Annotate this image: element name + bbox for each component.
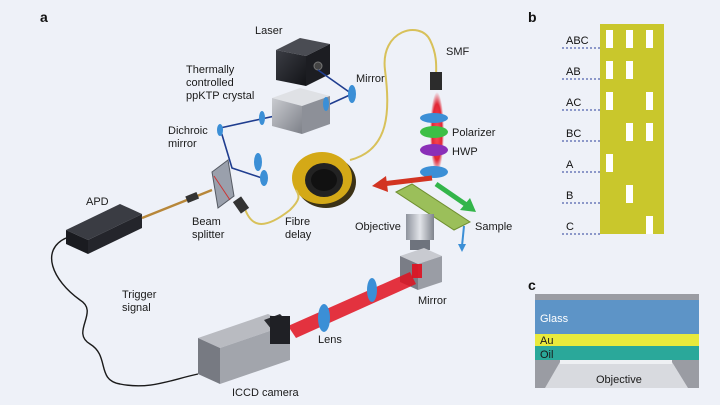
- nanostructure-bar-b: [626, 123, 633, 141]
- panel-b-label: b: [528, 9, 537, 25]
- delay-connector: [232, 196, 250, 214]
- objective-label: Objective: [355, 221, 401, 233]
- iccd-label: ICCD camera: [232, 387, 300, 399]
- apd-box: [66, 204, 142, 254]
- nanostructure-bar-a: [606, 30, 613, 48]
- mirror-top-label: Mirror: [356, 73, 385, 85]
- lens-label: Lens: [318, 334, 342, 346]
- smf-fibre: [349, 29, 438, 161]
- smf-connector: [430, 72, 442, 90]
- crystal-label-line3: ppKTP crystal: [186, 90, 254, 102]
- laser-label: Laser: [255, 25, 283, 37]
- objective-lens-body: [406, 214, 434, 250]
- sample-code-label: C: [566, 221, 574, 233]
- red-arrow-shaft: [381, 175, 433, 187]
- sample-code-label: BC: [566, 128, 581, 140]
- fibre-delay-label-line2: delay: [285, 229, 312, 241]
- nanostructure-bar-a: [606, 61, 613, 79]
- fibre-delay-label-line1: Fibre: [285, 216, 310, 228]
- laser-beam-3: [219, 127, 263, 179]
- nanostructure-bar-c: [646, 92, 653, 110]
- objective-cap: [545, 362, 688, 388]
- dichroic-mirror-optic: [217, 124, 223, 136]
- ppktp-crystal-box: [259, 88, 330, 134]
- laser-box: [276, 38, 330, 86]
- polarizer-disc: [420, 126, 448, 138]
- sample-code-label: B: [566, 190, 573, 202]
- nanostructure-bar-c: [646, 216, 653, 234]
- lens-small-2: [260, 170, 268, 186]
- beam-splitter-label-line1: Beam: [192, 216, 221, 228]
- glass-label: Glass: [540, 313, 569, 325]
- beam-splitter-label-line2: splitter: [192, 229, 225, 241]
- nanostructure-bar-c: [646, 30, 653, 48]
- crystal-label-line1: Thermally: [186, 64, 235, 76]
- red-arrow-head: [372, 176, 388, 192]
- dichroic-label-line2: mirror: [168, 138, 197, 150]
- smf-label: SMF: [446, 46, 470, 58]
- imaging-lens: [318, 304, 330, 332]
- beam-splitter: [211, 159, 235, 209]
- nanostructure-bar-b: [626, 185, 633, 203]
- sample-code-label: ABC: [566, 35, 589, 47]
- panel-a-label: a: [40, 9, 48, 25]
- au-label: Au: [540, 335, 553, 347]
- sample-code-label: A: [566, 159, 574, 171]
- oil-layer: [535, 346, 699, 360]
- nanostructure-bar-a: [606, 154, 613, 172]
- objective-top-lens: [420, 166, 448, 178]
- trigger-label-line2: signal: [122, 302, 151, 314]
- nanostructure-bar-a: [606, 92, 613, 110]
- trigger-cable: [50, 237, 199, 387]
- sample-code-label: AB: [566, 66, 581, 78]
- green-arrow-shaft: [434, 181, 470, 209]
- fibre-delay-spool: [292, 152, 356, 208]
- trigger-label-line1: Trigger: [122, 289, 157, 301]
- dichroic-label-line1: Dichroic: [168, 125, 208, 137]
- au-layer: [535, 334, 699, 346]
- oil-label: Oil: [540, 349, 553, 361]
- green-arrow-head: [460, 198, 476, 212]
- crystal-label-line2: controlled: [186, 77, 234, 89]
- mirror-top-optic: [348, 85, 356, 103]
- hwp-label: HWP: [452, 146, 478, 158]
- sample-rotation-arrow: [461, 225, 465, 247]
- nanostructure-bar-b: [626, 61, 633, 79]
- apd-fibre: [141, 188, 213, 220]
- sample-label: Sample: [475, 221, 512, 233]
- sample-rotation-arrowhead: [458, 244, 466, 252]
- panel-c-label: c: [528, 277, 536, 293]
- sample-slide: [394, 183, 472, 231]
- sample-code-label: AC: [566, 97, 581, 109]
- lens-small-1: [254, 153, 262, 171]
- iccd-camera: [198, 314, 290, 384]
- nanostructure-bar-b: [626, 30, 633, 48]
- laser-beam-1: [317, 69, 353, 95]
- nanostructure-bar-c: [646, 123, 653, 141]
- relay-lens: [367, 278, 377, 302]
- hwp-disc: [420, 144, 448, 156]
- collimator-lens: [420, 113, 448, 123]
- glass-layer: [535, 300, 699, 334]
- objective-stack-label: Objective: [596, 374, 642, 386]
- mirror-bottom-label: Mirror: [418, 295, 447, 307]
- delay-fibre: [243, 189, 300, 225]
- apd-label: APD: [86, 196, 109, 208]
- polarizer-label: Polarizer: [452, 127, 496, 139]
- layer-stack: [535, 294, 699, 388]
- red-beam-horizontal: [288, 272, 416, 338]
- apd-connector: [185, 191, 200, 203]
